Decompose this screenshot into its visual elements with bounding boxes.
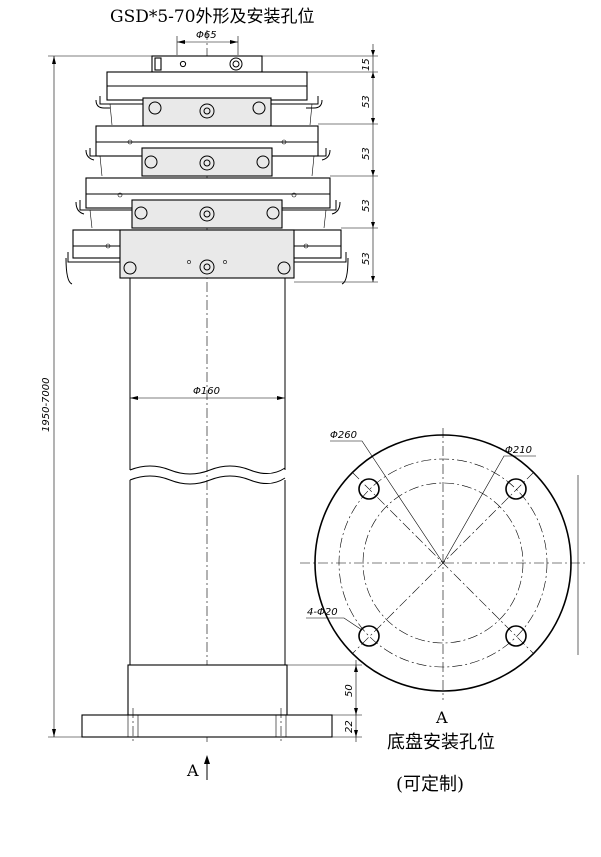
base-tube-height-label: 50 — [344, 684, 355, 697]
stage-height-label-1: 53 — [361, 95, 372, 108]
bolt-hole-top-left — [358, 478, 380, 500]
bolt-hole-bottom-right — [505, 625, 527, 647]
bolt-circle-diameter-label: Φ210 — [505, 445, 532, 456]
stage-height-label-2: 53 — [361, 147, 372, 160]
stage-height-dimensions: 15 53 53 53 53 — [262, 44, 378, 283]
base-plate — [81, 708, 333, 742]
view-arrow-a: A — [186, 755, 210, 780]
bolt-hole-bottom-left — [358, 625, 380, 647]
stage-2 — [85, 125, 331, 177]
top-diameter-label: Φ65 — [196, 30, 217, 41]
stage-4 — [65, 229, 349, 285]
bolt-circle — [338, 458, 548, 668]
base-height-dimensions: 50 22 — [287, 660, 362, 742]
stage-1 — [95, 71, 323, 127]
inner-circle — [362, 482, 524, 644]
bolt-holes-label: 4-Φ20 — [307, 607, 338, 618]
drawing-title: GSD*5-70外形及安装孔位 — [110, 7, 315, 27]
tube-diameter-dimension: Φ160 — [130, 386, 285, 400]
flange-view: Φ260 Φ210 4-Φ20 — [300, 428, 585, 700]
flange-outer-circle — [314, 434, 572, 692]
flange-caption-note: (可定制) — [396, 774, 464, 795]
flange-view-letter: A — [435, 708, 448, 727]
view-arrow-letter: A — [186, 761, 199, 780]
cap-height-label: 15 — [361, 58, 372, 71]
base-plate-height-label: 22 — [344, 720, 355, 733]
stage-height-label-3: 53 — [361, 199, 372, 212]
top-cap — [151, 55, 263, 73]
stage-height-label-4: 53 — [361, 252, 372, 265]
bolt-hole-top-right — [505, 478, 527, 500]
total-length-label: 1950-7000 — [41, 377, 52, 432]
total-length-dimension: 1950-7000 — [41, 55, 152, 738]
flange-caption: 底盘安装孔位 — [387, 732, 495, 753]
tube-diameter-label: Φ160 — [193, 386, 220, 397]
stage-3 — [75, 177, 341, 229]
flange-outer-diameter-label: Φ260 — [330, 430, 357, 441]
main-tube — [127, 278, 288, 716]
top-diameter-dimension: Φ65 — [176, 30, 239, 55]
